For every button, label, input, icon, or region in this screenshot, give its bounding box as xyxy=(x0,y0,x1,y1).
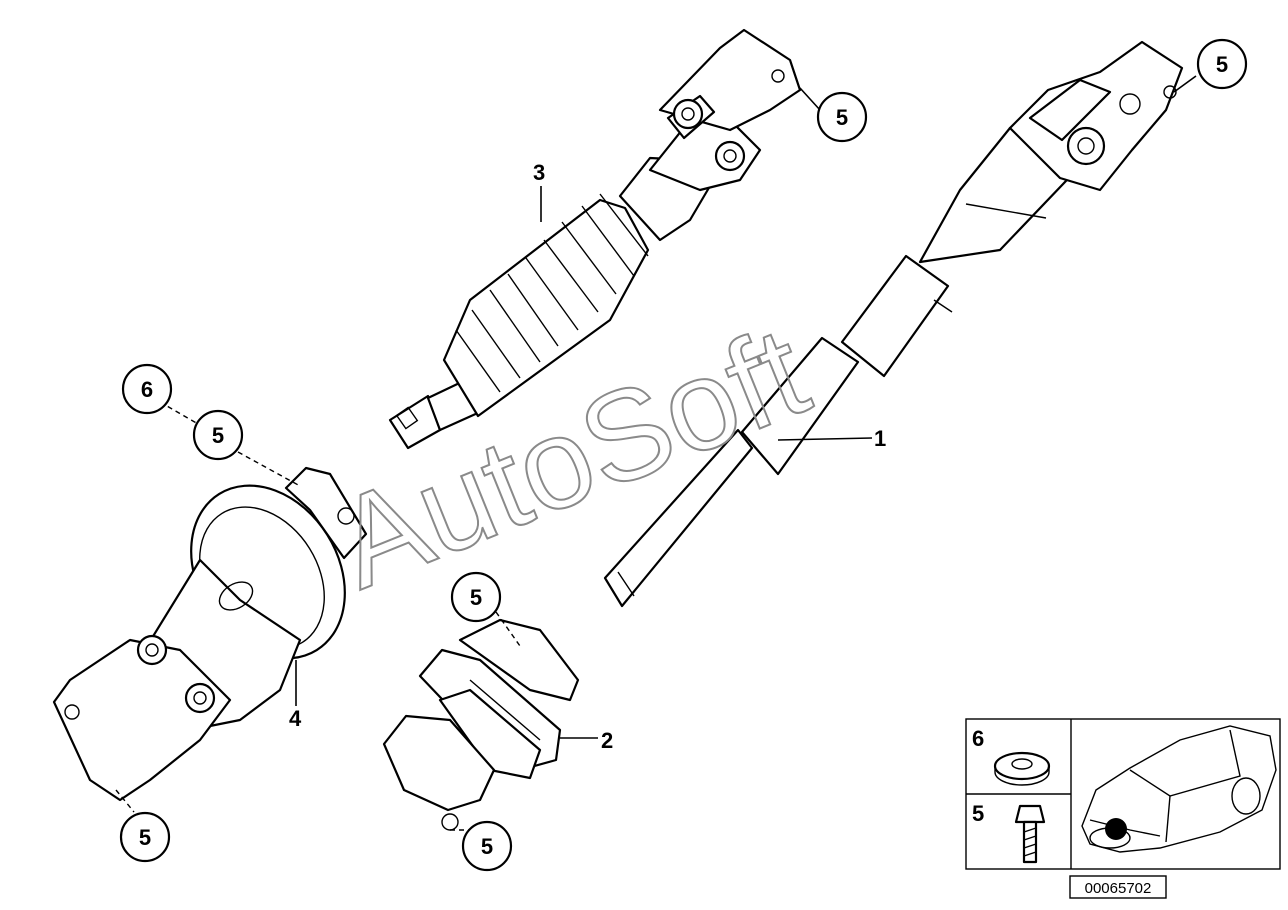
callout-left-6: 6 xyxy=(121,363,173,415)
part-number-3: 3 xyxy=(533,160,545,185)
callout-top-right: 5 xyxy=(1196,38,1248,90)
callout-center-5: 5 xyxy=(450,571,502,623)
washer-icon xyxy=(993,751,1051,786)
svg-text:5: 5 xyxy=(139,825,151,850)
legend-row1-number: 6 xyxy=(972,726,984,751)
car-location-icon xyxy=(1081,725,1277,853)
svg-text:5: 5 xyxy=(1216,52,1228,77)
part-number-1: 1 xyxy=(874,426,886,451)
flexible-coupling-part-2 xyxy=(382,618,580,831)
callout-bottom-left: 5 xyxy=(119,811,171,863)
callout-bottom-center: 5 xyxy=(461,820,513,872)
steering-shaft-part-1 xyxy=(603,40,1184,608)
svg-text:5: 5 xyxy=(212,423,224,448)
svg-text:6: 6 xyxy=(141,377,153,402)
legend-row2-number: 5 xyxy=(972,801,984,826)
callout-left-5: 5 xyxy=(192,409,244,461)
bellows-shaft-part-3 xyxy=(388,28,802,450)
location-marker xyxy=(1105,818,1127,840)
bolt-icon xyxy=(1014,804,1046,864)
part-number-2: 2 xyxy=(601,728,613,753)
callout-top-mid: 5 xyxy=(816,91,868,143)
part-number-4: 4 xyxy=(289,706,302,731)
legend-box: 6 5 xyxy=(965,718,1281,870)
svg-text:5: 5 xyxy=(481,834,493,859)
svg-text:5: 5 xyxy=(470,585,482,610)
universal-joint-part-4 xyxy=(52,466,368,802)
leader-lines xyxy=(115,75,1197,831)
document-number: 00065702 xyxy=(1085,880,1152,897)
document-number-box: 00065702 xyxy=(1069,875,1167,899)
svg-text:5: 5 xyxy=(836,105,848,130)
